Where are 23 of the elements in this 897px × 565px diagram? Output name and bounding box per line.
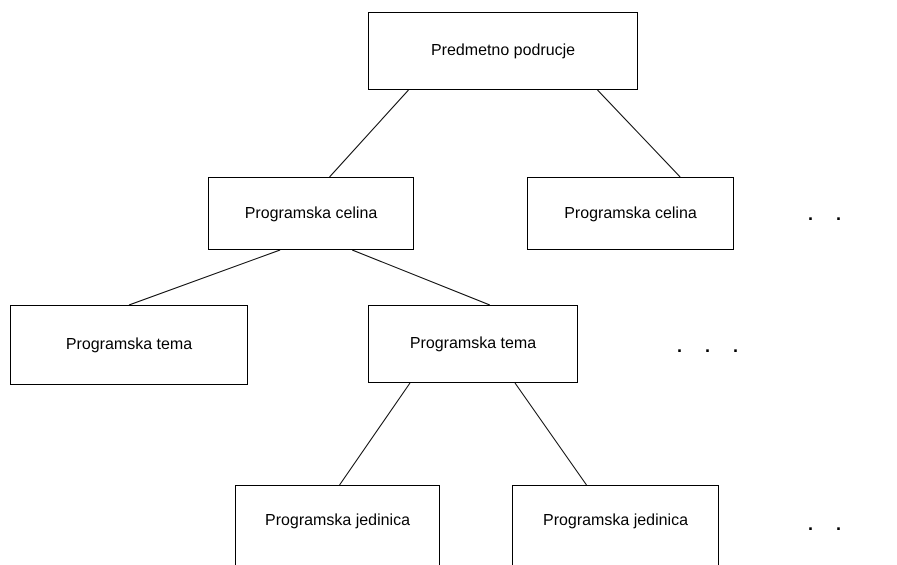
hierarchy-box [368, 12, 638, 90]
box-label: Programska tema [410, 335, 536, 353]
hierarchy-box [10, 305, 248, 385]
connector-line [339, 382, 410, 486]
connector-line [329, 90, 409, 178]
box-label: Predmetno podrucje [430, 42, 576, 60]
ellipsis: . . [808, 204, 844, 225]
box-label: Programska celina [244, 204, 378, 222]
connector-line [352, 250, 490, 306]
connector-line [514, 382, 588, 486]
hierarchy-box [208, 177, 414, 250]
hierarchy-box [235, 485, 440, 565]
hierarchy-box [368, 305, 578, 383]
box-label: Programska jedinica [265, 512, 410, 530]
box-label: Programska celina [564, 204, 697, 222]
hierarchy-box [527, 177, 734, 250]
hierarchy-box [512, 485, 719, 565]
ellipsis: . . . [677, 336, 740, 357]
connector-line [597, 90, 681, 178]
connector-line [128, 250, 281, 306]
box-label: Programska tema [66, 336, 192, 354]
ellipsis: . . [808, 514, 844, 535]
box-label: Programska jedinica [543, 512, 688, 530]
